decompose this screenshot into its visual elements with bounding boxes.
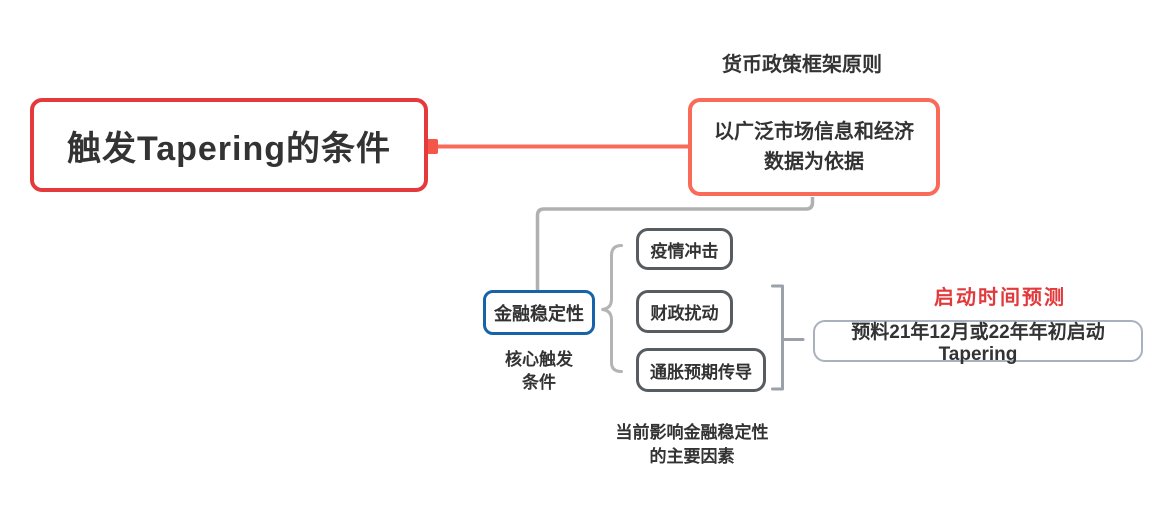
factors-caption-line2: 的主要因素 — [649, 446, 735, 466]
prediction-heading[interactable]: 启动时间预测 — [934, 287, 1066, 309]
root-topic-label: 触发Tapering的条件 — [66, 129, 392, 168]
principle-topic-label: 以广泛市场信息和经济数据为依据 — [714, 121, 914, 173]
factor-node-pandemic[interactable]: 疫情冲击 — [636, 228, 733, 270]
factors-caption[interactable]: 当前影响金融稳定性 的主要因素 — [607, 421, 777, 469]
factors-summary-brace[interactable] — [601, 244, 623, 373]
stability-caption-line1: 核心触发 — [505, 350, 573, 369]
root-topic-node[interactable]: 触发Tapering的条件 — [30, 98, 428, 192]
principle-section-heading[interactable]: 货币政策框架原则 — [722, 54, 882, 76]
factor-label: 财政扰动 — [650, 304, 719, 323]
factor-label: 通胀预期传导 — [650, 362, 752, 382]
stability-caption-line2: 条件 — [522, 372, 556, 392]
factors-caption-line1: 当前影响金融稳定性 — [615, 423, 769, 442]
principle-stability-link — [535, 197, 815, 291]
factor-node-fiscal[interactable]: 财政扰动 — [636, 290, 733, 333]
stability-topic-node[interactable]: 金融稳定性 — [483, 290, 595, 335]
stability-topic-label: 金融稳定性 — [494, 303, 584, 324]
prediction-summary-bracket[interactable] — [771, 284, 784, 391]
factor-node-inflation[interactable]: 通胀预期传导 — [636, 348, 766, 392]
principle-topic-node[interactable]: 以广泛市场信息和经济数据为依据 — [688, 98, 940, 196]
prediction-topic-label: 预料21年12月或22年年初启动Tapering — [851, 321, 1105, 365]
prediction-topic-node[interactable]: 预料21年12月或22年年初启动Tapering — [813, 320, 1143, 365]
stability-caption[interactable]: 核心触发 条件 — [481, 349, 597, 395]
factor-label: 疫情冲击 — [650, 241, 719, 261]
